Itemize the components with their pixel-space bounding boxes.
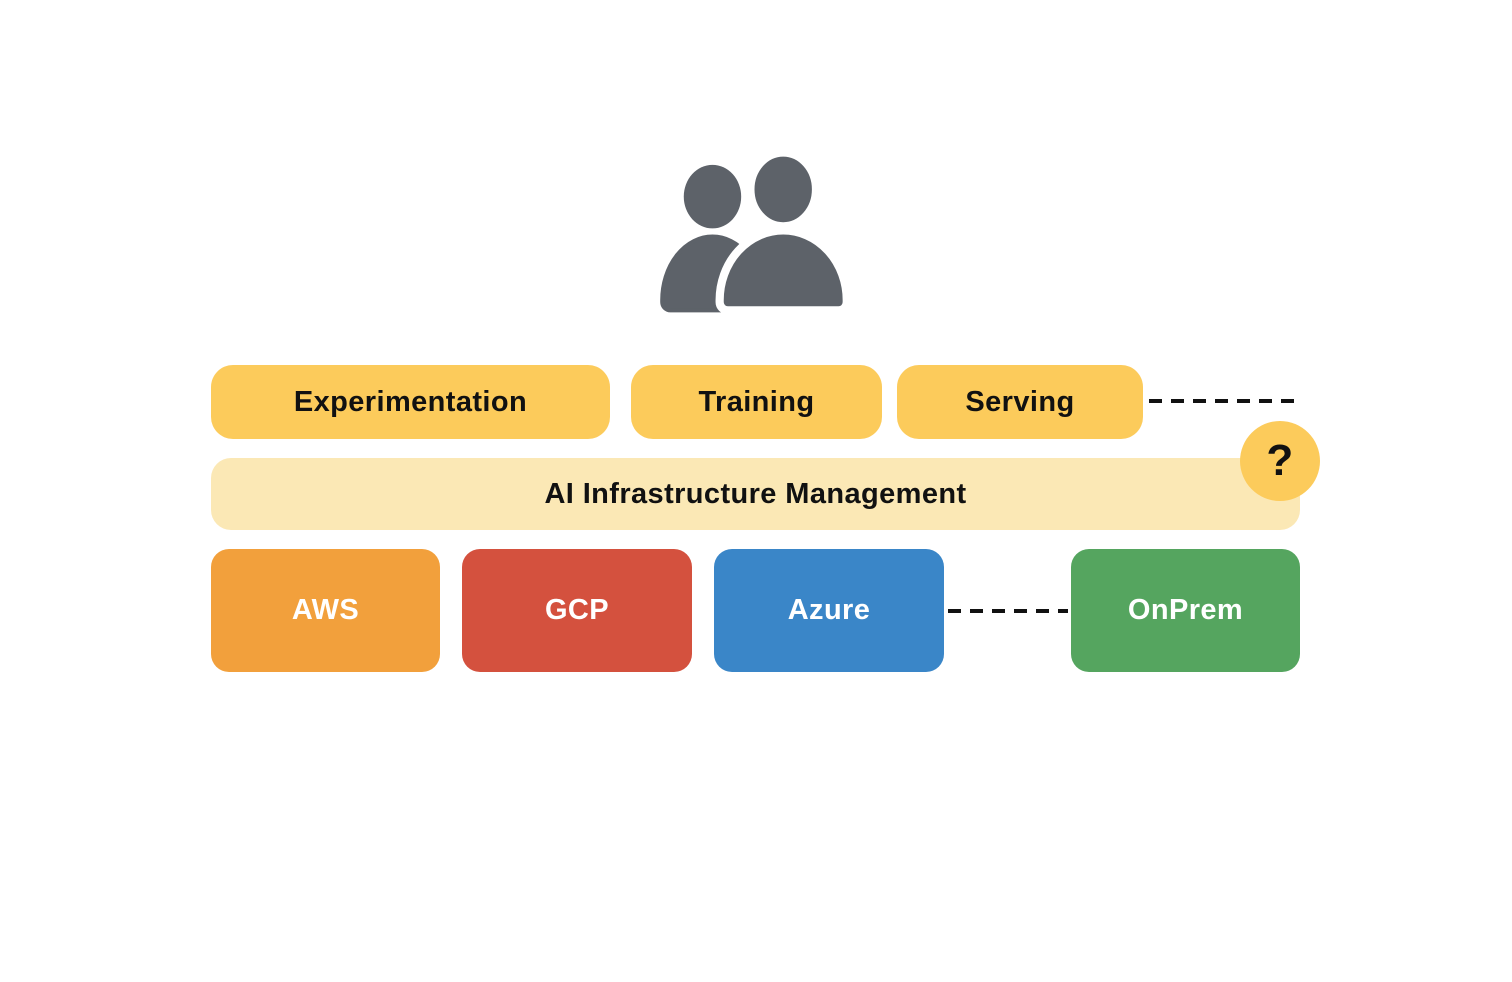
node-aws-label: AWS [291,594,360,626]
node-azure: Azure [714,549,944,672]
node-gcp: GCP [462,549,692,672]
node-serving-label: Serving [965,385,1075,418]
node-onprem: OnPrem [1071,549,1300,672]
connector-serving-dashed-line [1149,399,1301,403]
question-badge: ? [1240,421,1320,501]
node-training: Training [631,365,882,439]
node-training-label: Training [698,385,815,418]
question-mark-icon: ? [1266,436,1294,485]
node-azure-label: Azure [787,594,871,626]
node-gcp-label: GCP [544,594,610,626]
management-bar-label: AI Infrastructure Management [544,477,967,510]
node-experimentation-label: Experimentation [293,385,528,418]
users-icon [652,146,857,321]
node-ai-infrastructure-management: AI Infrastructure Management [211,458,1300,530]
node-aws: AWS [211,549,440,672]
node-serving: Serving [897,365,1143,439]
connector-azure-onprem-dashed-line [948,609,1068,613]
node-onprem-label: OnPrem [1127,594,1244,626]
node-experimentation: Experimentation [211,365,610,439]
